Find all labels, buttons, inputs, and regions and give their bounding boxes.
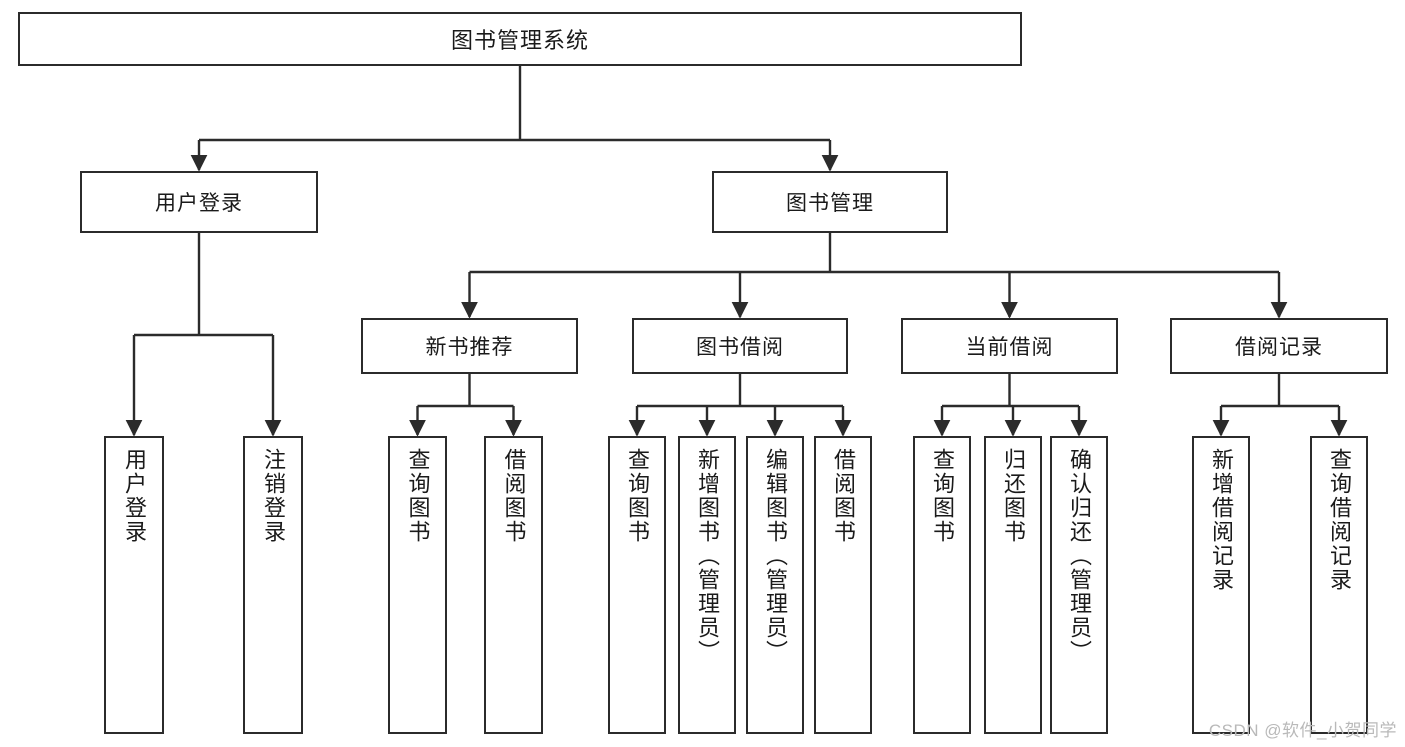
node-bookmgmt[interactable]: 图书管理 [712,171,948,233]
node-label: 查询图书 [405,448,431,544]
node-label: 用户登录 [155,192,243,215]
node-leaf-bw-lend[interactable]: 借阅图书 [814,436,872,734]
node-label: 归还图书 [1000,448,1026,544]
node-leaf-rec-query[interactable]: 查询借阅记录 [1310,436,1368,734]
node-label: 确认归还（管理员） [1066,448,1092,664]
node-leaf-rec-add[interactable]: 新增借阅记录 [1192,436,1250,734]
node-label: 图书借阅 [696,336,784,359]
node-label: 查询借阅记录 [1326,448,1352,592]
node-leaf-cur-query[interactable]: 查询图书 [913,436,971,734]
node-label: 查询图书 [624,448,650,544]
node-leaf-cur-confirm[interactable]: 确认归还（管理员） [1050,436,1108,734]
node-label: 编辑图书（管理员） [762,448,788,664]
node-borrow[interactable]: 图书借阅 [632,318,848,374]
node-label: 注销登录 [260,448,286,544]
node-label: 借阅记录 [1235,336,1323,359]
node-leaf-bw-query[interactable]: 查询图书 [608,436,666,734]
node-leaf-user-logout[interactable]: 注销登录 [243,436,303,734]
node-label: 借阅图书 [830,448,856,544]
node-root[interactable]: 图书管理系统 [18,12,1022,66]
watermark-label: CSDN @软件_小贺同学 [1208,721,1397,740]
node-current[interactable]: 当前借阅 [901,318,1118,374]
node-login[interactable]: 用户登录 [80,171,318,233]
node-label: 查询图书 [929,448,955,544]
node-label: 新增借阅记录 [1208,448,1234,592]
node-label: 图书管理 [786,192,874,215]
node-leaf-user-login[interactable]: 用户登录 [104,436,164,734]
node-leaf-nb-query[interactable]: 查询图书 [388,436,447,734]
node-label: 用户登录 [121,448,147,544]
node-label: 当前借阅 [965,336,1054,359]
node-leaf-bw-add[interactable]: 新增图书（管理员） [678,436,736,734]
node-leaf-cur-return[interactable]: 归还图书 [984,436,1042,734]
node-leaf-bw-edit[interactable]: 编辑图书（管理员） [746,436,804,734]
node-records[interactable]: 借阅记录 [1170,318,1388,374]
node-label: 新书推荐 [425,336,514,359]
node-label: 图书管理系统 [450,28,589,53]
node-label: 借阅图书 [501,448,527,544]
node-newbook[interactable]: 新书推荐 [361,318,578,374]
node-leaf-nb-borrow[interactable]: 借阅图书 [484,436,543,734]
node-label: 新增图书（管理员） [694,448,720,664]
